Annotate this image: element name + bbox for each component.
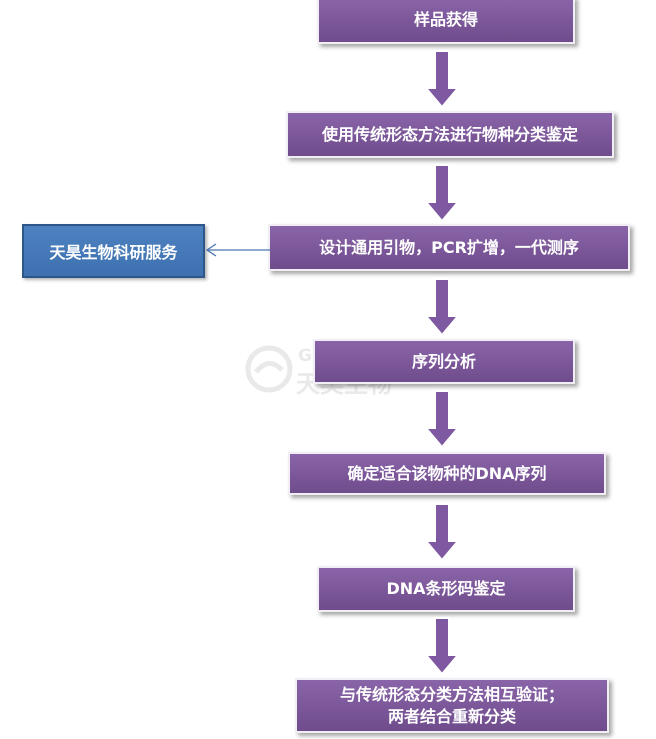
down-arrow-icon [425, 617, 459, 675]
step-label: 样品获得 [413, 10, 478, 30]
connector-arrow [205, 243, 270, 257]
step-morphological-identification: 使用传统形态方法进行物种分类鉴定 [286, 111, 614, 158]
genesky-service-box: 天昊生物科研服务 [22, 224, 205, 278]
step-label: 设计通用引物，PCR扩增，一代测序 [319, 237, 579, 257]
step-dna-barcode-identification: DNA条形码鉴定 [317, 566, 575, 612]
step-pcr-sequencing: 设计通用引物，PCR扩增，一代测序 [268, 224, 630, 271]
step-cross-validation: 与传统形态分类方法相互验证； 两者结合重新分类 [295, 678, 609, 733]
step-label: DNA条形码鉴定 [386, 579, 506, 599]
down-arrow-icon [425, 50, 459, 108]
step-sample-acquisition: 样品获得 [317, 0, 575, 44]
step-sequence-analysis: 序列分析 [313, 339, 575, 384]
step-label: 使用传统形态方法进行物种分类鉴定 [321, 124, 578, 144]
service-label: 天昊生物科研服务 [49, 243, 178, 262]
down-arrow-icon [425, 164, 459, 222]
genesky-logo-icon [245, 345, 293, 393]
step-determine-dna-sequence: 确定适合该物种的DNA序列 [288, 452, 606, 495]
down-arrow-icon [425, 503, 459, 561]
step-label-line1: 与传统形态分类方法相互验证； [339, 684, 564, 704]
step-label: 确定适合该物种的DNA序列 [347, 463, 547, 483]
step-label-line2: 两者结合重新分类 [387, 706, 516, 726]
down-arrow-icon [425, 390, 459, 448]
down-arrow-icon [425, 278, 459, 336]
step-label: 序列分析 [411, 351, 476, 371]
